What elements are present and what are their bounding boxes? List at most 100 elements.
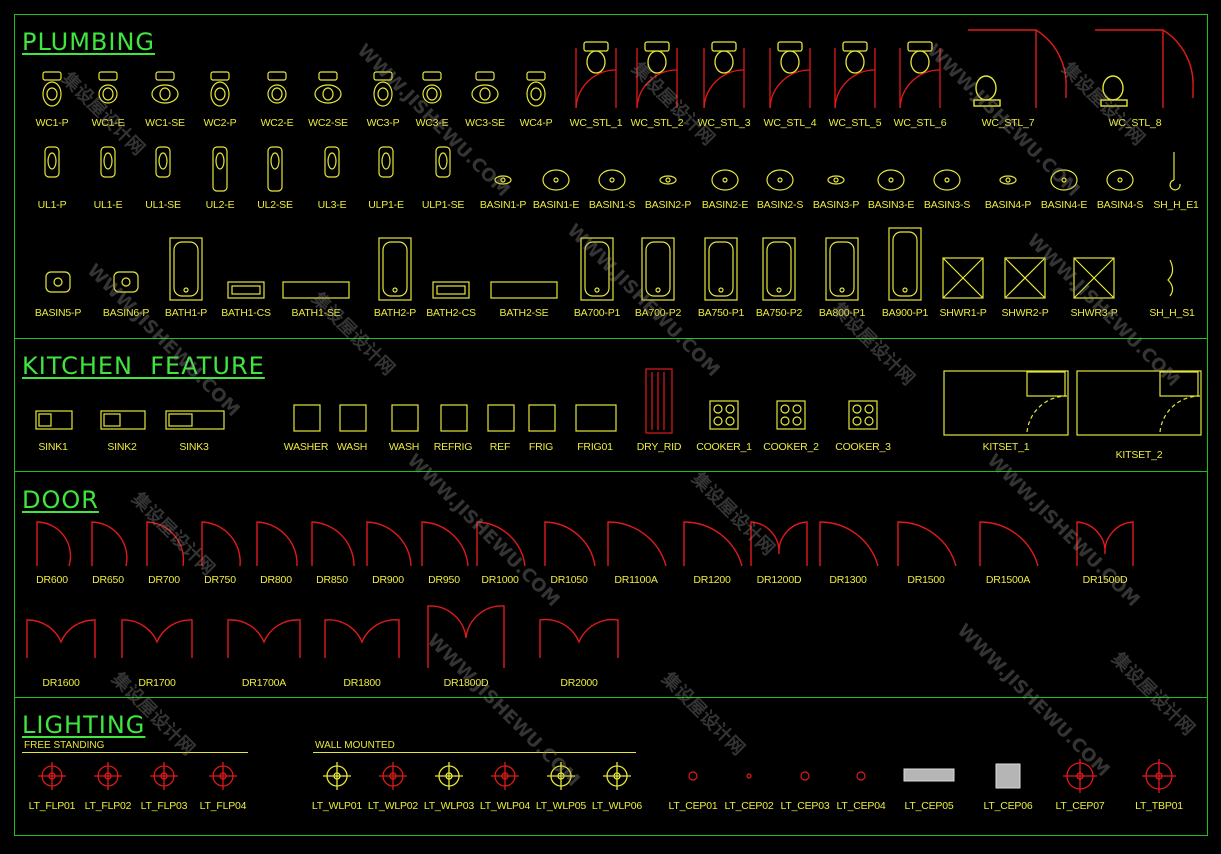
door-swing-icon — [897, 521, 957, 567]
symbol-label: UL2-SE — [257, 199, 293, 211]
door-swing-icon — [146, 521, 185, 567]
dry-rack-icon — [645, 368, 673, 434]
bath-side-icon — [282, 281, 350, 299]
symbol-label: BASIN1-P — [479, 199, 527, 211]
light-fixture-icon — [491, 762, 519, 790]
bath-side-icon — [490, 281, 558, 299]
symbol-label: BASIN5-P — [34, 307, 82, 319]
symbol-label: BASIN2-E — [701, 199, 749, 211]
symbol-label: DR1600 — [42, 677, 80, 689]
symbol-label: COOKER_1 — [696, 441, 752, 453]
symbol-label: BA900-P1 — [881, 307, 929, 319]
symbol-label: LT_WLP06 — [591, 800, 643, 812]
light-fixture-icon — [903, 768, 955, 782]
symbol-label: UL2-E — [205, 199, 235, 211]
light-fixture-icon — [94, 762, 122, 790]
symbol-label: DR1700 — [138, 677, 176, 689]
door-swing-icon — [324, 619, 400, 658]
light-fixture-icon — [547, 762, 575, 790]
symbol-label: DR600 — [36, 574, 68, 586]
symbol-label: BASIN3-E — [867, 199, 915, 211]
symbol-label: SHWR2-P — [1001, 307, 1049, 319]
symbol-label: BA700-P2 — [634, 307, 682, 319]
toilet-icon — [42, 71, 62, 107]
appliance-icon — [487, 404, 515, 432]
urinal-icon — [100, 146, 116, 178]
symbol-label: BA800-P1 — [818, 307, 866, 319]
symbol-label: LT_CEP03 — [780, 800, 830, 812]
toilet-icon — [210, 71, 230, 107]
light-fixture-icon — [1063, 759, 1097, 793]
toilet-stall-icon — [1095, 29, 1194, 108]
urinal-icon — [212, 146, 228, 192]
drawing-frame — [14, 14, 1208, 836]
symbol-label: UL1-P — [37, 199, 67, 211]
bathtub-icon — [888, 227, 922, 301]
symbol-label: DR1200D — [756, 574, 802, 586]
symbol-label: WC1-E — [91, 117, 125, 129]
light-fixture-icon — [150, 762, 178, 790]
symbol-label: BASIN6-P — [102, 307, 150, 319]
shower-tray-icon — [942, 257, 984, 299]
symbol-label: DR2000 — [560, 677, 598, 689]
bath-section-icon — [432, 281, 470, 299]
symbol-label: REF — [489, 441, 511, 453]
symbol-label: LT_CEP06 — [983, 800, 1033, 812]
door-swing-icon — [750, 521, 808, 566]
basin-icon — [933, 169, 961, 191]
light-fixture-icon — [746, 773, 752, 779]
door-swing-icon — [683, 521, 743, 567]
symbol-label: ULP1-E — [368, 199, 404, 211]
toilet-stall-icon — [575, 41, 617, 109]
bathtub-icon — [825, 237, 859, 301]
door-swing-icon — [201, 521, 241, 567]
symbol-label: DR750 — [204, 574, 236, 586]
symbol-label: BASIN2-S — [756, 199, 804, 211]
section-divider — [14, 471, 1207, 472]
light-fixture-icon — [603, 762, 631, 790]
symbol-label: WC3-SE — [465, 117, 505, 129]
door-swing-icon — [26, 619, 96, 658]
door-swing-icon — [1076, 521, 1134, 566]
toilet-stall-icon — [703, 41, 745, 109]
door-swing-icon — [227, 619, 301, 658]
symbol-label: SINK3 — [179, 441, 209, 453]
symbol-label: LT_WLP03 — [423, 800, 475, 812]
basin-icon — [827, 175, 845, 185]
cooker-icon — [776, 400, 806, 430]
toilet-icon — [267, 71, 287, 104]
symbol-label: WC_STL_4 — [763, 117, 817, 129]
door-swing-icon — [36, 521, 72, 567]
symbol-label: LT_TBP01 — [1135, 800, 1183, 812]
symbol-label: UL3-E — [317, 199, 347, 211]
kitchen-set-icon — [943, 370, 1069, 436]
symbol-label: BASIN1-E — [532, 199, 580, 211]
urinal-icon — [435, 146, 451, 178]
symbol-label: COOKER_3 — [835, 441, 891, 453]
symbol-label: LT_CEP02 — [724, 800, 774, 812]
light-fixture-icon — [995, 763, 1021, 789]
section-divider — [14, 338, 1207, 339]
toilet-stall-icon — [899, 41, 941, 109]
toilet-icon — [314, 71, 342, 104]
basin-icon — [659, 175, 677, 185]
symbol-label: WC_STL_1 — [569, 117, 623, 129]
plumbing-title: PLUMBING — [22, 28, 156, 56]
symbol-label: COOKER_2 — [763, 441, 819, 453]
symbol-label: BA750-P1 — [697, 307, 745, 319]
symbol-label: LT_WLP05 — [535, 800, 587, 812]
bathtub-icon — [378, 237, 412, 301]
symbol-label: BASIN4-E — [1040, 199, 1088, 211]
basin-icon — [1106, 169, 1134, 191]
toilet-icon — [471, 71, 499, 104]
appliance-icon — [528, 404, 556, 432]
symbol-label: DR1300 — [829, 574, 867, 586]
light-fixture-icon — [688, 771, 698, 781]
symbol-label: LT_FLP01 — [28, 800, 76, 812]
light-fixture-icon — [323, 762, 351, 790]
symbol-label: ULP1-SE — [421, 199, 465, 211]
basin-icon — [494, 175, 512, 185]
basin-icon — [766, 169, 794, 191]
kitchen-set-icon — [1076, 370, 1202, 436]
symbol-label: WC_STL_6 — [893, 117, 947, 129]
